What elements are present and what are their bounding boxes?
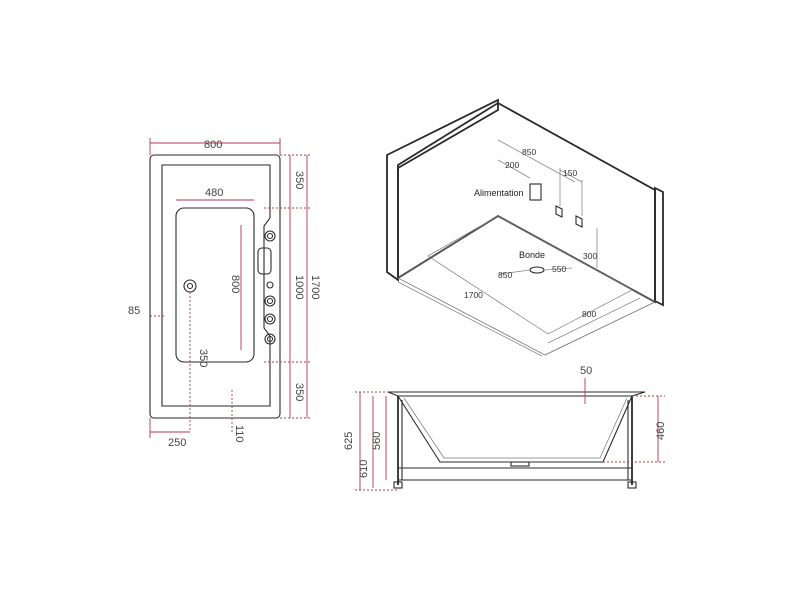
tub-basin [175, 207, 255, 363]
tub-inner-profile-2 [403, 397, 628, 459]
jet-icon-1 [264, 230, 276, 242]
dim-end-bottom: 350 [293, 383, 305, 401]
tap-right-icon [575, 215, 583, 228]
dim-floor-width: 800 [582, 309, 596, 319]
dim-end-top: 350 [293, 171, 305, 189]
dim-inner-length: 1000 [293, 275, 305, 299]
jet-icon-4 [264, 333, 276, 345]
tub-drain-side [510, 461, 530, 467]
jet-icon-2 [264, 295, 276, 307]
back-wall [397, 101, 656, 304]
dim-width: 800 [204, 139, 222, 151]
tub-rim [387, 391, 646, 397]
dim-300: 300 [583, 251, 597, 261]
dim-drain-offset: 350 [197, 349, 209, 367]
side-view: 50 460 625 610 560 [343, 365, 667, 491]
dim-150: 150 [563, 168, 577, 178]
jet-icon-3-inner [266, 315, 274, 323]
dim-850-drain: 850 [498, 270, 512, 280]
jet-icon-3 [264, 313, 276, 325]
floor-outline [397, 215, 656, 356]
tap-left-icon [555, 205, 563, 218]
dim-height-460: 460 [655, 422, 667, 440]
tub-foot-right [627, 481, 637, 489]
label-drain: Bonde [519, 250, 545, 260]
dim-height-560: 560 [371, 432, 383, 450]
top-view: 800 480 350 1000 350 1700 800 85 350 250… [128, 138, 321, 449]
headrest-pillow [257, 247, 272, 275]
right-wall [654, 186, 664, 307]
drain-inner-icon [186, 282, 194, 290]
jet-icon-2-inner [266, 297, 274, 305]
dim-floor-length: 1700 [464, 290, 483, 300]
tub-inner-shell [161, 164, 271, 407]
floor-tub-footprint [427, 215, 633, 335]
jet-icon-4-inner [266, 335, 274, 343]
dim-rim: 110 [233, 425, 245, 443]
dim-850-top: 850 [522, 147, 536, 157]
tub-foot-left [393, 481, 403, 489]
dim-top-rim: 50 [580, 365, 592, 377]
dim-200: 200 [505, 160, 519, 170]
dim-height-625: 625 [343, 432, 355, 450]
label-supply: Alimentation [474, 188, 524, 198]
dim-height-610: 610 [358, 460, 370, 478]
supply-box [529, 183, 542, 201]
dim-total-length: 1700 [309, 275, 321, 299]
jet-icon-1-inner [266, 232, 274, 240]
dim-550: 550 [552, 264, 566, 274]
dim-side-offset: 85 [128, 305, 140, 317]
dim-bottom-offset: 250 [168, 437, 186, 449]
tub-outer-rim [149, 154, 281, 419]
dim-inner-width: 480 [205, 187, 223, 199]
left-wall [386, 98, 499, 282]
drain-icon [183, 279, 197, 293]
dim-basin-length: 800 [229, 275, 241, 293]
drain-icon-iso [529, 266, 545, 274]
iso-view: 1700 800 850 200 150 Alimentation 300 Bo… [386, 98, 664, 357]
tub-inner-profile [397, 395, 633, 463]
control-knob-icon [266, 281, 274, 289]
